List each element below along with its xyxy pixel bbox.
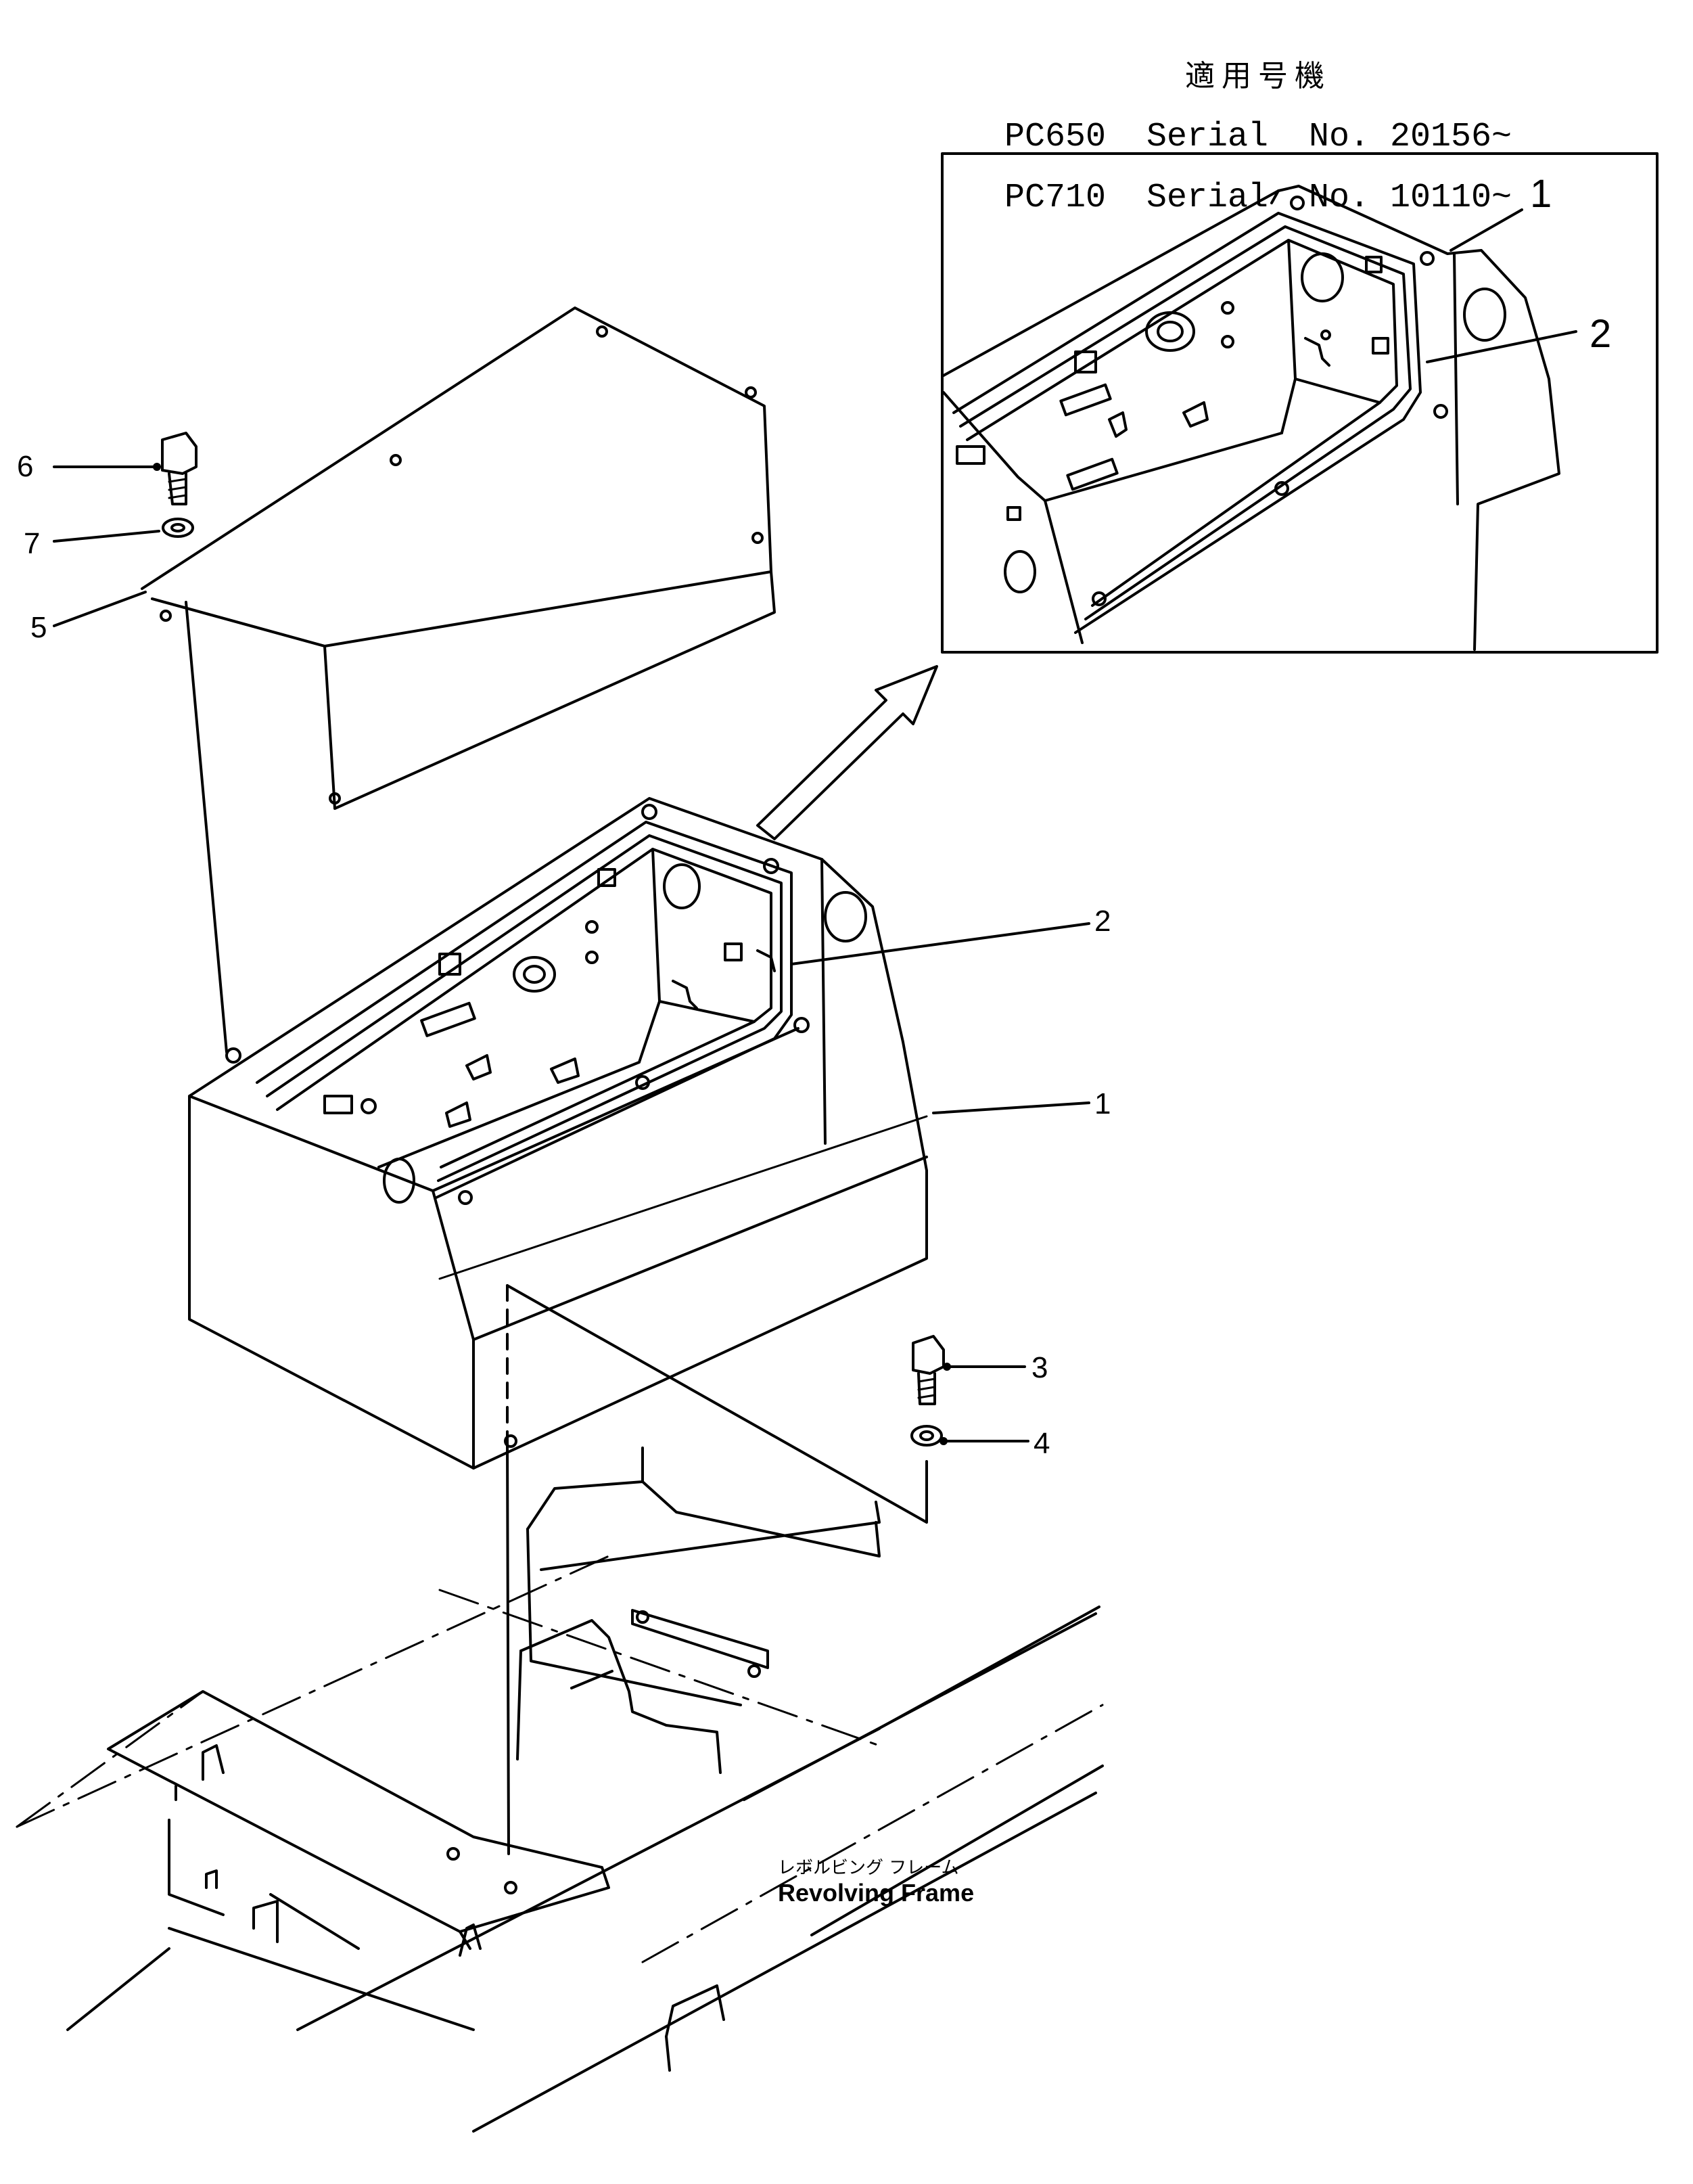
- revolving-frame-label: レボルビング フレーム Revolving Frame: [778, 1854, 974, 1907]
- revolving-frame-label-en: Revolving Frame: [778, 1879, 975, 1907]
- center-guide-line: [506, 1440, 510, 1855]
- callout-2: 2: [1094, 905, 1111, 938]
- housing-part-1: [188, 797, 928, 1470]
- bolt-6: [161, 432, 198, 505]
- detail-inset: [941, 152, 1659, 654]
- bolt-guide-line: [506, 1284, 928, 1524]
- callout-5: 5: [30, 611, 47, 644]
- callout-3: 3: [1031, 1351, 1048, 1384]
- bolt-3: [912, 1335, 945, 1405]
- applicability-heading: 適用号機: [1185, 59, 1331, 93]
- callout-7: 7: [24, 527, 41, 560]
- callout-1: 1: [1094, 1087, 1111, 1120]
- detail-callout-2: 2: [1590, 312, 1612, 356]
- cover-guide-line: [185, 601, 228, 1053]
- leader-lines: [53, 463, 1090, 1445]
- cover-part-5: [141, 306, 776, 810]
- detail-arrow: [756, 665, 938, 840]
- detail-callout-1: 1: [1530, 172, 1552, 216]
- applicability-block: 適用号機 PC650 Serial No. 20156~ PC710 Seria…: [1001, 27, 1515, 229]
- applicability-row-pc650: PC650 Serial No. 20156~: [1004, 118, 1512, 156]
- callout-4: 4: [1034, 1427, 1050, 1460]
- revolving-frame-label-jp: レボルビング フレーム: [778, 1858, 959, 1878]
- revolving-frame: [16, 1434, 1104, 2133]
- callout-6: 6: [17, 450, 34, 483]
- washer-4: [910, 1425, 943, 1447]
- washer-7: [162, 518, 194, 538]
- applicability-row-pc710: PC710 Serial No. 10110~: [1004, 179, 1512, 217]
